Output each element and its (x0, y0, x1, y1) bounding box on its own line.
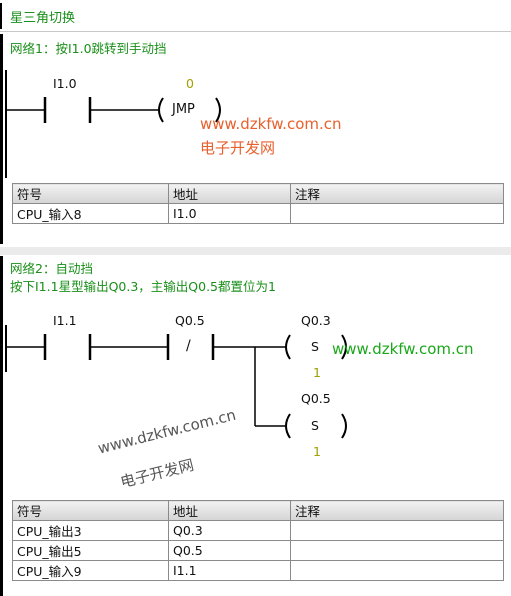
table-row[interactable]: CPU_输入8 I1.0 (12, 203, 504, 224)
table-row[interactable]: CPU_输出5 Q0.5 (12, 540, 504, 561)
table-cell-symbol[interactable]: CPU_输入8 (12, 203, 169, 224)
network1-jump-target[interactable]: 0 (186, 76, 194, 91)
network1-jmp-left-paren (158, 97, 164, 123)
table-row[interactable]: CPU_输入9 I1.1 (12, 560, 504, 581)
network2-symbol-table: 符号 地址 注释 CPU_输出3 Q0.3 CPU_输出5 Q0.5 CPU_输… (12, 500, 504, 581)
table-cell-address[interactable]: Q0.3 (168, 520, 291, 541)
table-row[interactable]: CPU_输出3 Q0.3 (12, 520, 504, 541)
network2-coil2-left-paren (285, 413, 291, 439)
table-cell-comment[interactable] (290, 520, 504, 541)
watermark-url-1: www.dzkfw.com.cn (200, 115, 342, 133)
table-cell-symbol[interactable]: CPU_输出3 (12, 520, 169, 541)
header-left-rule (0, 3, 2, 29)
network-separator (0, 247, 511, 255)
network2-comment[interactable]: 按下I1.1星型输出Q0.3，主输出Q0.5都置位为1 (10, 279, 276, 294)
table-cell-comment[interactable] (290, 560, 504, 581)
section-title: 星三角切换 (10, 11, 76, 26)
network2-coil1-left-paren (285, 334, 291, 360)
table-header-address: 地址 (168, 183, 291, 204)
table-header-address: 地址 (168, 500, 291, 521)
network1-jmp-label[interactable]: JMP (172, 102, 195, 117)
table-cell-address[interactable]: I1.1 (168, 560, 291, 581)
network2-coil2-address[interactable]: Q0.5 (301, 391, 331, 406)
network2-left-rail-bar (0, 256, 3, 596)
network2-coil1-address[interactable]: Q0.3 (301, 313, 331, 328)
network2-coil2-count[interactable]: 1 (313, 444, 321, 459)
table-cell-symbol[interactable]: CPU_输入9 (12, 560, 169, 581)
table-cell-address[interactable]: Q0.5 (168, 540, 291, 561)
network2-contact2-not-symbol: / (186, 338, 191, 354)
table-cell-comment[interactable] (290, 203, 504, 224)
network1-symbol-table: 符号 地址 注释 CPU_输入8 I1.0 (12, 183, 504, 224)
network2-coil1-right-paren (341, 334, 347, 360)
editor-header (0, 0, 511, 32)
network2-coil1-type[interactable]: S (311, 339, 319, 354)
table-cell-comment[interactable] (290, 540, 504, 561)
network1-jmp-right-paren (215, 97, 221, 123)
watermark-name-1: 电子开发网 (200, 139, 276, 157)
table-header-comment: 注释 (290, 183, 504, 204)
table-cell-symbol[interactable]: CPU_输出5 (12, 540, 169, 561)
table-header-symbol: 符号 (12, 183, 169, 204)
network2-contact1-address[interactable]: I1.1 (53, 313, 77, 328)
network1-title[interactable]: 网络1：按I1.0跳转到手动挡 (10, 41, 167, 56)
network2-coil1-count[interactable]: 1 (313, 365, 321, 380)
network1-contact-address[interactable]: I1.0 (53, 76, 77, 91)
header-divider (0, 31, 511, 32)
network2-title[interactable]: 网络2：自动挡 (10, 261, 93, 276)
table-header-symbol: 符号 (12, 500, 169, 521)
table-header-comment: 注释 (290, 500, 504, 521)
network2-contact2-address[interactable]: Q0.5 (175, 313, 205, 328)
network1-left-rail-bar (0, 34, 3, 244)
watermark-url-2: www.dzkfw.com.cn (332, 340, 474, 358)
network2-coil2-type[interactable]: S (311, 418, 319, 433)
network2-coil2-right-paren (341, 413, 347, 439)
table-cell-address[interactable]: I1.0 (168, 203, 291, 224)
